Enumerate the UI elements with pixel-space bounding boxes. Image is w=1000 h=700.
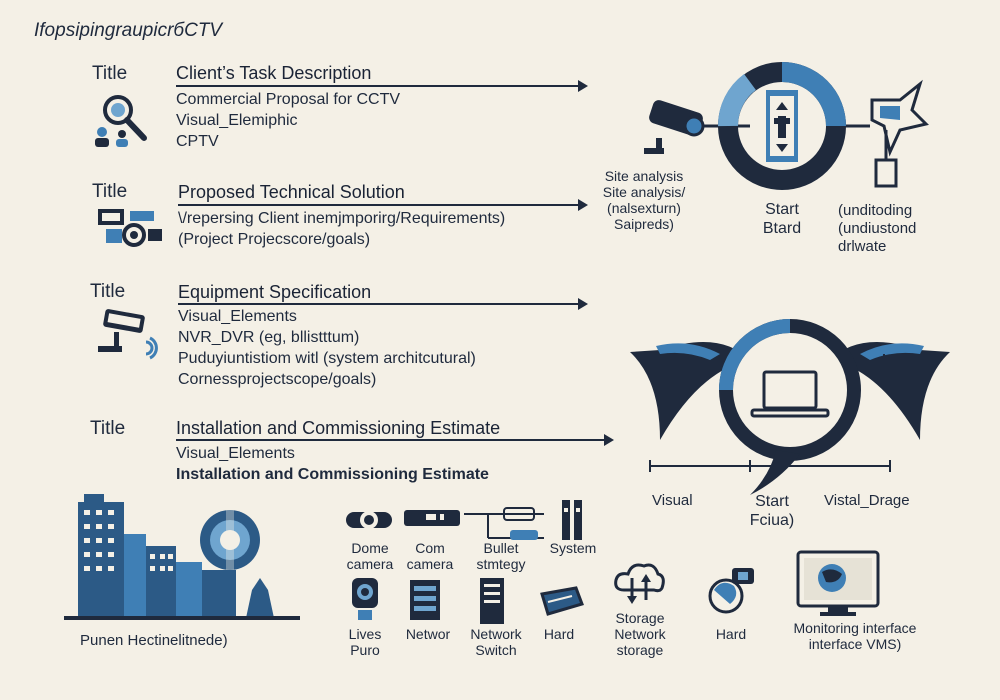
hard-drive-label-line-1: Hard <box>543 626 575 642</box>
section-3-line-1: Visual_Elements <box>178 308 297 325</box>
city-buildings-illustration <box>64 494 300 620</box>
flow-bottom-right-label: Vistal_Drage <box>824 492 910 509</box>
flow-top-left-line-3: (nalsexturn) <box>607 200 681 216</box>
section-1-line-2: Visual_Elemiphic <box>176 112 298 129</box>
section-2-title: Proposed Technical Solution <box>178 182 405 202</box>
network-icon <box>410 580 440 620</box>
storage-label-line-2: Network <box>614 626 666 642</box>
network-switch-label-line-2: Switch <box>475 642 517 658</box>
live-camera-label: Lives Puro <box>340 626 390 658</box>
storage-label-line-1: Storage <box>615 610 665 626</box>
section-1-arrow <box>176 80 588 92</box>
system-icon <box>562 500 582 540</box>
flow-top-diagram <box>644 62 929 190</box>
system-label: System <box>546 540 600 556</box>
live-camera-label-line-2: Puro <box>350 642 380 658</box>
page-header-title: IfopsipingraupicrбCTV <box>34 20 223 41</box>
cctv-gear-icon <box>98 209 162 247</box>
hard-hand-label: Hard <box>706 626 756 642</box>
flow-bottom-left-label: Visual <box>652 492 693 509</box>
section-4-title: Installation and Commissioning Estimate <box>176 418 501 438</box>
flow-top-center-label: Start Btard <box>752 200 812 238</box>
section-2-label: Title <box>92 181 128 202</box>
section-3-lines: Visual_Elements NVR_DVR (eg, bllistttum)… <box>178 306 476 390</box>
flow-top-center-line-1: Start <box>765 201 799 218</box>
flow-bottom-center-line-1: Start <box>755 493 789 510</box>
dome-camera-icon <box>346 511 392 529</box>
flow-top-right-line-3: drlwate <box>838 238 887 255</box>
flow-top-right-line-2: (undiustond <box>838 220 917 237</box>
section-2-arrow <box>178 199 588 211</box>
section-3-arrow <box>178 298 588 310</box>
section-1-lines: Commercial Proposal for CCTV Visual_Elem… <box>176 89 400 152</box>
network-switch-icon <box>480 578 504 624</box>
section-4-line-2: Installation and Commissioning Estimate <box>176 466 489 483</box>
bullet-camera-label: Bullet stmtegy <box>466 540 536 572</box>
flow-top-left-label: Site analysis Site analysis/ (nalsexturn… <box>596 168 692 232</box>
dome-camera-label: Dome camera <box>340 540 400 572</box>
flow-top-center-line-2: Btard <box>762 220 802 237</box>
section-2-lines: \/repersing Client inemjmporirg/Requirem… <box>178 208 505 250</box>
storage-label: Storage Network storage <box>604 610 676 658</box>
flow-top-left-line-1: Site analysis <box>604 168 684 184</box>
com-camera-icon <box>404 510 460 526</box>
storage-label-line-3: storage <box>616 642 664 658</box>
com-camera-label: Com camera <box>400 540 460 572</box>
flow-top-right-line-1: (unditoding <box>838 202 913 219</box>
bullet-camera-icon <box>464 507 544 540</box>
section-4-lines: Visual_Elements Installation and Commiss… <box>176 443 489 485</box>
storage-cloud-icon <box>614 563 665 604</box>
section-1-title: Client’s Task Description <box>176 63 372 83</box>
hard-drive-label: Hard <box>534 626 584 642</box>
section-3-title: Equipment Specification <box>178 282 372 302</box>
flow-bottom-center-line-2: Fciua) <box>749 512 795 529</box>
hard-hand-label-line-1: Hard <box>715 626 747 642</box>
section-1-line-3: CPTV <box>176 133 219 150</box>
dome-camera-label-line-2: camera <box>346 556 394 572</box>
section-4-label: Title <box>90 418 126 439</box>
flag-arrow-icon <box>870 79 929 188</box>
system-label-line-1: System <box>549 540 597 556</box>
bullet-camera-label-line-1: Bullet <box>483 540 519 556</box>
section-1-label: Title <box>92 63 128 84</box>
live-camera-label-line-1: Lives <box>348 626 382 642</box>
network-label: Networ <box>402 626 454 642</box>
monitor-label-line-2: interface VMS) <box>808 636 902 652</box>
flow-top-right-label: (unditoding (undiustond drlwate <box>838 202 948 256</box>
magnifier-people-icon <box>95 95 147 147</box>
section-3-line-3: Puduyiuntistiom witl (system architcutur… <box>178 350 476 367</box>
network-label-line-1: Networ <box>405 626 451 642</box>
start-ring-icon <box>717 62 846 190</box>
section-2-line-2: (Project Projecscore/goals) <box>178 231 371 248</box>
security-camera-icon <box>644 100 705 154</box>
dome-camera-label-line-1: Dome <box>351 540 389 556</box>
flow-top-left-line-2: Site analysis/ <box>602 184 686 200</box>
bullet-camera-label-line-2: stmtegy <box>476 556 526 572</box>
section-4-arrow <box>176 434 614 446</box>
section-2-line-1: \/repersing Client inemjmporirg/Requirem… <box>178 210 506 227</box>
laptop-icon <box>750 370 830 418</box>
hard-drive-icon <box>540 586 584 616</box>
flow-bottom-diagram <box>630 319 950 495</box>
hard-hand-icon <box>708 568 754 614</box>
section-3-label: Title <box>90 281 126 302</box>
network-switch-label: Network Switch <box>464 626 528 658</box>
city-label: Punen Hectinelitnede) <box>80 632 228 649</box>
section-4-line-1: Visual_Elements <box>176 445 295 462</box>
monitor-label: Monitoring interface interface VMS) <box>782 620 928 652</box>
flow-top-left-line-4: Saipreds) <box>614 216 674 232</box>
cctv-camera-signal-icon <box>98 309 158 360</box>
section-3-line-2: NVR_DVR (eg, bllistttum) <box>178 329 360 346</box>
section-3-line-4: Cornessprojectscope/goals) <box>178 371 377 388</box>
flow-bottom-center-label: Start Fciua) <box>742 492 802 530</box>
com-camera-label-line-1: Com <box>415 540 445 556</box>
monitor-icon <box>796 550 880 616</box>
section-1-line-1: Commercial Proposal for CCTV <box>176 91 401 108</box>
monitor-label-line-1: Monitoring interface <box>793 620 917 636</box>
network-switch-label-line-1: Network <box>470 626 522 642</box>
com-camera-label-line-2: camera <box>406 556 454 572</box>
live-camera-icon <box>352 578 378 620</box>
